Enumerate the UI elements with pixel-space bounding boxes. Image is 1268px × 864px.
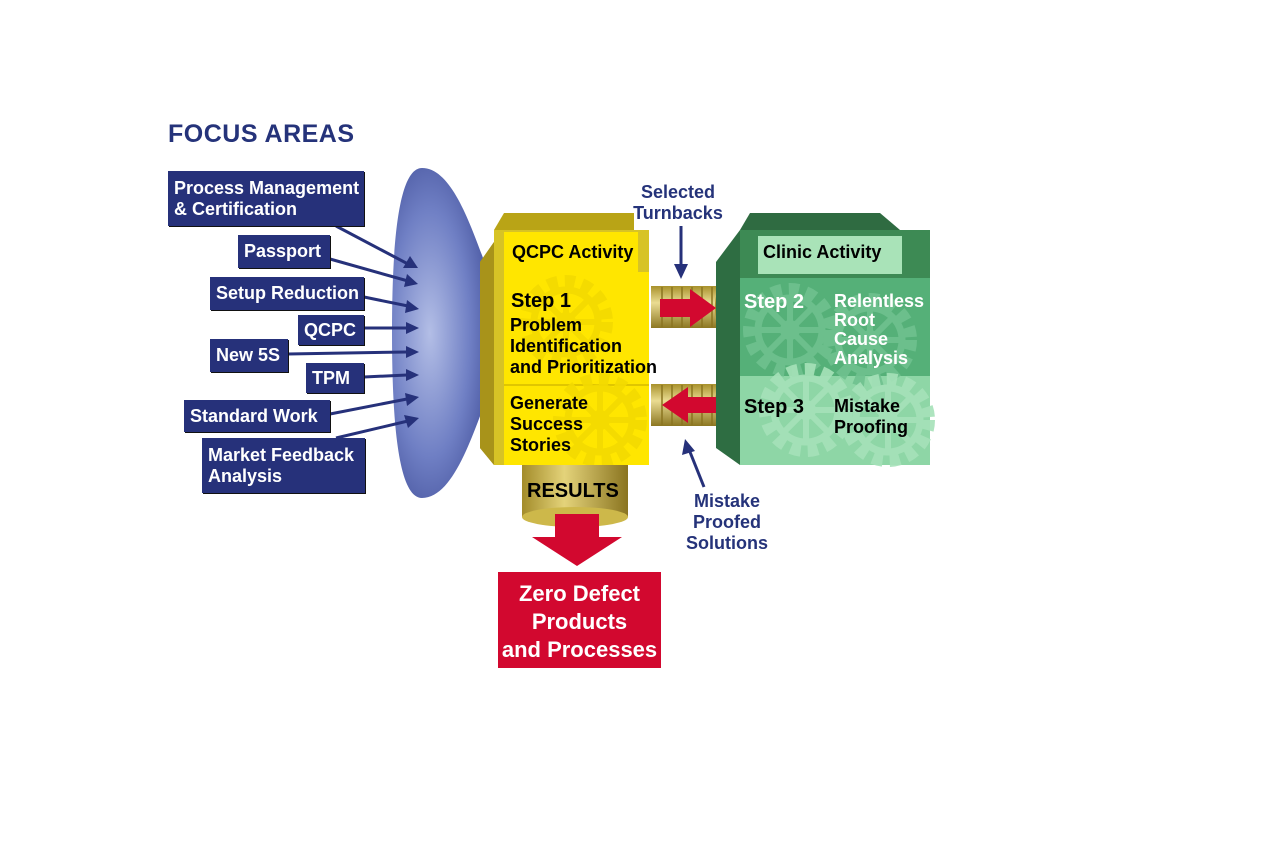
step2-label: Step 2: [744, 291, 805, 313]
generate-line1: Generate: [510, 393, 589, 413]
connector-tubes: [651, 286, 729, 426]
step1-line2: Identification: [510, 336, 622, 356]
step3-description: Mistake Proofing: [834, 396, 908, 438]
right-flow-arrow: [660, 289, 716, 327]
focus-market-feedback-line2: Analysis: [208, 465, 283, 486]
focus-process-management: Process Management & Certification: [168, 171, 364, 226]
generate-line2: Success: [510, 414, 584, 434]
focus-qcpc-label: QCPC: [304, 319, 357, 340]
qcpc-block: [480, 213, 649, 465]
focus-arrows: [287, 224, 419, 440]
step2-line4: Analysis: [834, 348, 909, 368]
step1-line3: and Prioritization: [510, 357, 658, 377]
selected-turnbacks-label: Selected Turnbacks: [626, 182, 730, 224]
focus-tpm-label: TPM: [312, 367, 350, 388]
step3-label: Step 3: [744, 396, 805, 418]
mistake-proofed-line2: Proofed: [692, 512, 761, 532]
focus-setup-reduction: Setup Reduction: [210, 277, 364, 310]
step2-line1: Relentless: [834, 291, 925, 311]
step3-line1: Mistake: [834, 396, 901, 416]
focus-qcpc: QCPC: [298, 315, 364, 345]
left-flow-arrow: [662, 387, 716, 423]
outcome-line2: Products: [531, 609, 628, 634]
outcome-line3: and Processes: [501, 637, 658, 662]
selected-turnbacks-line2: Turnbacks: [633, 203, 723, 223]
focus-market-feedback: Market Feedback Analysis: [202, 438, 365, 493]
clinic-block: [716, 213, 930, 465]
step1-label: Step 1: [511, 290, 572, 312]
focus-passport-label: Passport: [244, 241, 322, 261]
focus-market-feedback-line1: Market Feedback: [208, 444, 355, 465]
step2-line2: Root: [834, 310, 875, 330]
focus-passport: Passport: [238, 235, 330, 268]
focus-process-management-line1: Process Management: [174, 177, 360, 198]
qcpc-title: QCPC Activity: [512, 242, 634, 262]
focus-new-5s-label: New 5S: [216, 345, 281, 365]
focus-standard-work-label: Standard Work: [190, 405, 318, 426]
annotation-arrows: [674, 226, 706, 488]
mistake-proofed-line3: Solutions: [686, 533, 768, 553]
step2-description: Relentless Root Cause Analysis: [834, 292, 924, 368]
step1-line1: Problem: [510, 315, 583, 335]
selected-turnbacks-line1: Selected: [640, 182, 716, 202]
step3-line2: Proofing: [834, 417, 908, 437]
focus-process-management-line2: & Certification: [174, 198, 298, 219]
outcome-line1: Zero Defect: [518, 581, 641, 606]
focus-new-5s: New 5S: [210, 339, 288, 372]
results-label: RESULTS: [527, 480, 619, 502]
focus-tpm: TPM: [306, 363, 364, 393]
focus-setup-reduction-label: Setup Reduction: [216, 283, 359, 303]
step1-description: Problem Identification and Prioritizatio…: [510, 315, 657, 378]
step2-line3: Cause: [834, 329, 889, 349]
results-down-arrow: [532, 514, 622, 566]
focus-standard-work: Standard Work: [184, 400, 330, 432]
outcome-box-bg: [498, 572, 661, 668]
generate-line3: Stories: [510, 435, 572, 455]
generate-success-stories: Generate Success Stories: [510, 393, 588, 456]
mistake-proofed-line1: Mistake: [693, 491, 761, 511]
page-title: FOCUS AREAS: [168, 120, 355, 148]
funnel-shape: [392, 168, 500, 498]
clinic-title: Clinic Activity: [763, 242, 882, 262]
outcome-box: Zero Defect Products and Processes: [498, 580, 661, 664]
mistake-proofed-solutions-label: Mistake Proofed Solutions: [680, 491, 774, 554]
